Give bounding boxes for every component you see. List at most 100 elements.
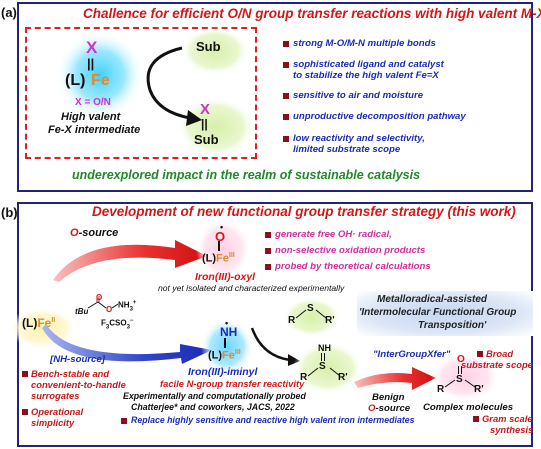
- sulfilimine-r: R: [300, 372, 308, 383]
- bullet-a3: sensitive to air and moisture: [293, 90, 424, 101]
- fe2-complex: (L)FeII: [22, 316, 56, 330]
- oxyl-bullet-1: generate free OH· radical,: [275, 229, 392, 240]
- bullet-marker: [283, 136, 289, 142]
- left-bullet-2a: Operational: [31, 406, 84, 417]
- broad-2: substrate scope: [461, 359, 533, 370]
- reagent-skeleton: [87, 296, 119, 309]
- dashed-box: [25, 27, 257, 159]
- iminyl-note: facile N-group transfer reactivity: [160, 378, 305, 389]
- broad-1: Broad: [486, 348, 514, 359]
- nh-source-label: [NH-source]: [50, 354, 105, 365]
- sulfide-glow: [283, 297, 341, 337]
- sulfilimine-r2: R': [338, 372, 348, 383]
- bullet-marker: [121, 418, 127, 424]
- gram-1: Gram scale: [482, 413, 533, 424]
- replace-line: Replace highly sensitive and reactive hi…: [131, 415, 415, 425]
- gram-2: synthesis: [490, 424, 534, 435]
- strategy-line1: Metalloradical-assisted: [377, 294, 488, 305]
- sulfilimine-bond-l: [321, 353, 322, 361]
- oxyl-name: Iron(III)-oxyl: [195, 271, 256, 283]
- oxyl-o: O: [215, 229, 226, 244]
- sulfilimine-glow: [293, 342, 363, 394]
- iminyl-to-product-arrow: [250, 327, 300, 366]
- sulfilimine-bonds: [307, 367, 341, 377]
- left-bullet-1a: Bench-stable and: [31, 368, 110, 379]
- sulfoxide-s: S: [456, 374, 463, 385]
- sub-x-atom: X: [200, 101, 211, 118]
- oxyl-note: not yet isolated and characterized exper…: [158, 283, 345, 293]
- intermediate-line2: Fe-X intermediate: [48, 124, 141, 136]
- intergroup-label: "InterGroupXfer": [373, 349, 451, 360]
- iminyl-complex: (L)FeIII: [208, 349, 241, 362]
- left-bullet-2b: simplicity: [31, 417, 75, 428]
- bullet-marker: [283, 41, 289, 47]
- bullet-a1: strong M-O/M-N multiple bonds: [293, 38, 436, 49]
- sulfoxide-r2: R': [474, 384, 484, 395]
- oxyl-bullet-2: non-selective oxidation products: [275, 245, 426, 256]
- panel-a-footer: underexplored impact in the realm of sus…: [72, 168, 421, 182]
- bullet-marker: [283, 114, 289, 120]
- reagent-nh3: NH3+: [118, 300, 137, 313]
- sulfoxide-glow: [431, 353, 499, 401]
- sub-top: Sub: [196, 39, 221, 54]
- fe-x-bond: ||: [87, 56, 95, 71]
- bullet-marker: [22, 409, 28, 415]
- bullet-marker: [22, 371, 28, 377]
- sub-bottom-glow: [177, 97, 255, 157]
- bullet-a2: sophisticated ligand and catalyst: [293, 59, 444, 70]
- sulfide-r2: R': [325, 315, 335, 326]
- oxyl-radical-dot: •: [220, 222, 224, 232]
- bullet-a5: low reactivity and selectivity,: [293, 133, 425, 144]
- fe-x-glow: [56, 31, 144, 119]
- sub-bottom: Sub: [194, 132, 219, 147]
- bullet-marker: [265, 248, 271, 254]
- strategy-line3: Transposition': [418, 320, 487, 331]
- intermediate-line1: High valent: [61, 111, 121, 123]
- sub-top-glow: [181, 27, 249, 75]
- iminyl-bond: [224, 338, 226, 348]
- oxyl-glow: [196, 219, 250, 279]
- panel-a-title: Challence for efficient O/N group transf…: [83, 6, 541, 21]
- transfer-arrow: [146, 46, 202, 126]
- reagent-anion: F3CSO3−: [101, 318, 134, 331]
- benign-arrow: [354, 367, 436, 390]
- sulfoxide-bond-r: [461, 366, 462, 374]
- sulfoxide-r: R: [437, 384, 445, 395]
- bullet-marker: [283, 62, 289, 68]
- benign-source: O-source: [368, 403, 411, 414]
- o-source-arrow: [53, 240, 207, 282]
- complex-molecules: Complex molecules: [423, 402, 514, 413]
- fe-x-atom: X: [86, 38, 98, 57]
- sulfide-r: R: [288, 315, 296, 326]
- sulfoxide-bond-l: [458, 366, 459, 374]
- bullet-marker: [477, 351, 483, 357]
- sulfilimine-nh: NH: [318, 343, 331, 353]
- oxyl-bullet-3: probed by theoretical calculations: [275, 261, 431, 272]
- bullet-marker: [265, 232, 271, 238]
- sulfoxide-bonds: [444, 379, 476, 388]
- benign-label: Benign: [372, 392, 405, 403]
- iminyl-name: Iron(III)-iminyl: [188, 366, 258, 378]
- panel-a-label: (a): [1, 5, 17, 20]
- bullet-marker: [283, 93, 289, 99]
- left-bullet-1b: convenient-to-handle: [31, 379, 126, 390]
- sub-x-bond: ||: [201, 117, 208, 131]
- fe-ligand: (L): [65, 72, 86, 89]
- reagent-tbu: tBu: [75, 307, 89, 316]
- sulfoxide-o: O: [457, 354, 465, 365]
- probed-line1: Experimentally and computationally probe…: [123, 391, 306, 401]
- bullet-a5b: limited substrate scope: [293, 144, 401, 155]
- bullet-a2b: to stabilize the high valent Fe=X: [293, 70, 439, 81]
- sulfide-s: S: [307, 303, 314, 314]
- strategy-box-bg: [357, 291, 533, 336]
- nh-source-arrow: [42, 324, 212, 364]
- sulfilimine-bond-r: [324, 353, 325, 361]
- probed-line2: Chatterjee* and coworkers, JACS, 2022: [131, 402, 295, 412]
- bullet-marker: [265, 264, 271, 270]
- iminyl-glow: [201, 319, 253, 375]
- bullet-a4: unproductive decomposition pathway: [293, 111, 466, 122]
- left-bullet-1c: surrogates: [31, 390, 80, 401]
- oxyl-complex: (L)FeIII: [202, 252, 235, 265]
- sulfilimine-s: S: [319, 361, 326, 372]
- panel-b-label: (b): [1, 205, 18, 220]
